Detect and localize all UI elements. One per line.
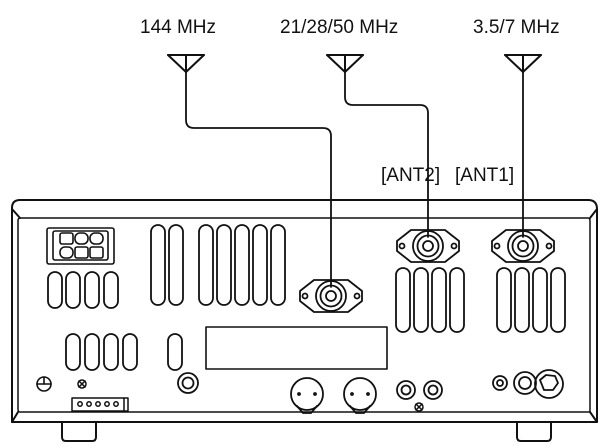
phone-jack-icon <box>424 381 442 399</box>
antenna-icon <box>327 55 363 72</box>
antenna-icon <box>505 55 541 72</box>
port-label-ant2: [ANT2] <box>381 165 440 186</box>
accessory-terminal-strip <box>72 398 128 411</box>
phone-jack-icon <box>178 373 198 393</box>
coax-cable-144mhz <box>186 72 331 287</box>
screw-icon <box>415 403 423 411</box>
phone-jack-icon <box>493 376 507 390</box>
coax-connector-icon <box>492 230 554 262</box>
antenna-label-144mhz: 144 MHz <box>140 17 216 38</box>
antenna-label-3-5-7mhz: 3.5/7 MHz <box>473 17 560 38</box>
coax-connector-icon <box>300 280 362 312</box>
phone-jack-icon <box>514 372 536 394</box>
screw-icon <box>78 380 86 388</box>
transceiver-chassis <box>12 200 597 441</box>
port-label-ant1: [ANT1] <box>455 165 514 186</box>
phone-jack-icon <box>397 381 415 399</box>
coax-connector-icon <box>397 230 459 262</box>
din-connector-icon <box>344 378 376 413</box>
dc-power-connector-icon <box>47 228 114 264</box>
coax-cable-ant2 <box>345 72 428 237</box>
din-connector-icon <box>291 378 323 413</box>
antenna-label-21-28-50mhz: 21/28/50 MHz <box>280 17 398 38</box>
power-socket-icon <box>535 370 563 398</box>
label-plate <box>206 327 387 369</box>
vent-slot-icon <box>48 225 565 370</box>
antenna-icon <box>168 55 204 72</box>
ground-terminal-icon <box>37 377 51 391</box>
